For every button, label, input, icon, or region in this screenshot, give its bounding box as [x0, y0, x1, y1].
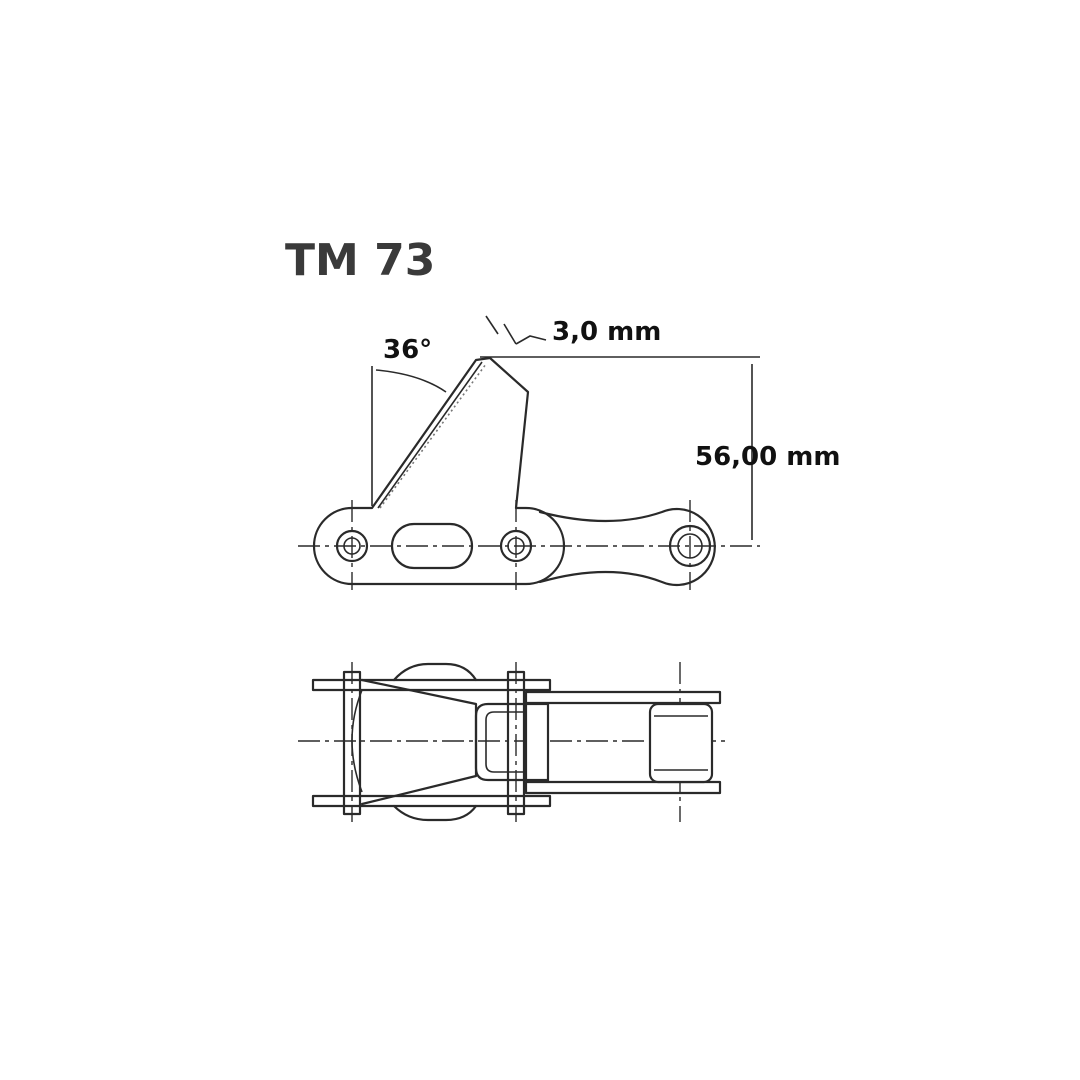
angle-arc: [375, 369, 447, 393]
thickness-label: 3,0 mm: [552, 317, 661, 347]
slot-bulge-top: [392, 662, 478, 682]
flight-attachment-upper-curve: [351, 689, 363, 793]
top-plate-upper-right: [524, 690, 722, 705]
pin1-outer: [335, 529, 369, 563]
top-plate-upper-left: [311, 678, 552, 692]
top-plate-lower-left: [311, 794, 552, 808]
pin2-outer: [499, 529, 533, 563]
top-view: [298, 662, 730, 822]
following-link-plate: [538, 507, 716, 587]
roller-1: [524, 702, 550, 782]
slot-bulge-bottom: [392, 804, 478, 822]
side-view: 36° 3,0 mm 56,00 mm: [298, 315, 840, 590]
roller-2: [648, 702, 714, 784]
top-plate-lower-right: [524, 780, 722, 795]
flight-inner-edge: [379, 363, 487, 509]
attachment-link-plate: [312, 356, 566, 586]
flight-back-edge: [377, 361, 483, 509]
top-pin1: [342, 670, 362, 816]
pin3-outer: [668, 524, 712, 568]
pin2-inner: [507, 537, 525, 555]
height-label: 56,00 mm: [695, 442, 840, 472]
pin3-inner: [677, 533, 703, 559]
flight-attachment-top: [360, 678, 478, 806]
link-slot: [390, 522, 474, 570]
u-bracket-inner: [485, 711, 528, 773]
pin1-inner: [343, 537, 361, 555]
angle-label: 36°: [383, 335, 432, 365]
u-bracket: [474, 702, 530, 782]
thickness-pointer: [515, 335, 547, 345]
thickness-leader-1: [485, 315, 499, 335]
top-pin2: [506, 670, 526, 816]
thickness-leader-2: [503, 323, 517, 345]
drawing-title: TM 73: [285, 235, 435, 286]
